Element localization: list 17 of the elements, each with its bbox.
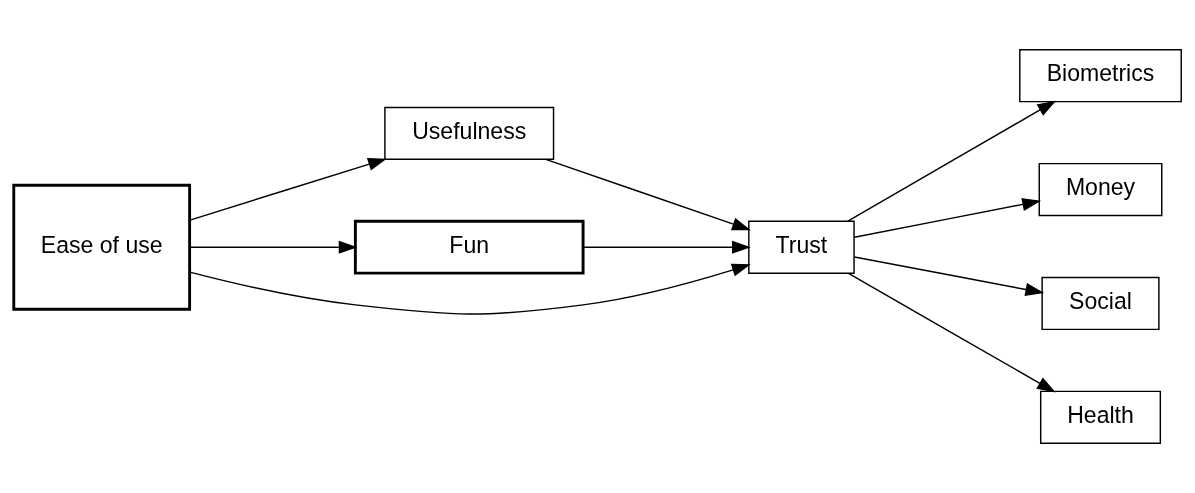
arrow xyxy=(582,240,751,254)
arrow xyxy=(189,263,751,315)
node-box: Money xyxy=(1038,162,1163,217)
node-box: Health xyxy=(1039,390,1162,444)
node-box: Fun xyxy=(353,219,585,275)
arrow xyxy=(189,240,358,254)
arrow xyxy=(847,100,1057,222)
node-box: Trust xyxy=(748,220,855,274)
arrow xyxy=(189,157,387,221)
node-box: Ease of use xyxy=(12,183,192,311)
arrow xyxy=(853,198,1041,238)
arrow xyxy=(847,272,1056,393)
node-box: Usefulness xyxy=(384,106,555,160)
node-box: Biometrics xyxy=(1019,49,1182,103)
arrow xyxy=(853,256,1045,296)
arrow xyxy=(545,158,751,231)
node-box: Social xyxy=(1041,276,1160,331)
